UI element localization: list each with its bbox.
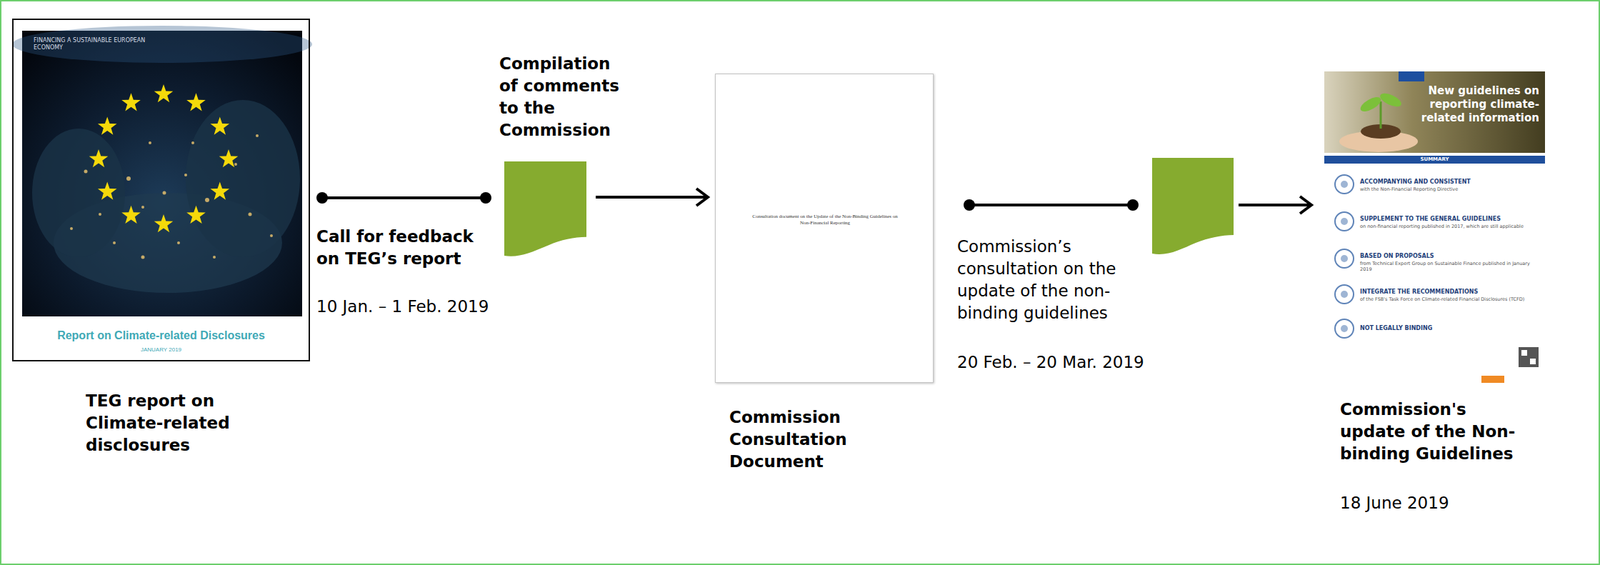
leaflet-photo [1324,71,1545,153]
connector-line [322,196,486,200]
plant-leaf [1358,94,1384,115]
eu-stars [89,84,239,233]
item-icons [1335,175,1354,338]
summary-bar [1324,155,1545,164]
qr-mark [1521,350,1528,356]
land-mass [32,128,125,258]
item-heading: SUPPLEMENT TO THE GENERAL GUIDELINES [1360,215,1535,223]
node-heading: Compilation of comments to the Commissio… [499,52,628,142]
report-cover: FINANCING A SUSTAINABLE EUROPEAN ECONOMY… [12,18,310,362]
arrow-head [1300,196,1312,214]
item-text: on non-financial reporting published in … [1360,223,1535,230]
item-heading: INTEGRATE THE RECOMMENDATIONS [1360,288,1535,296]
date-text: 10 Jan. – 1 Feb. 2019 [316,295,489,318]
document-symbol [1152,157,1234,255]
page-title-text: Consultation document on the Update of t… [751,213,899,227]
leaflet-title: New guidelines on reporting climate-rela… [1414,84,1540,125]
document-shape-fill [504,161,587,257]
orange-tab [1481,375,1505,383]
edge-label: Call for feedback on TEG’s report [316,225,495,270]
item-text: with the Non-Financial Reporting Directi… [1360,186,1535,193]
item-text: from Technical Expert Group on Sustainab… [1360,260,1535,273]
plant-stem [1380,101,1383,129]
leaflet-illustration [1324,71,1545,383]
cover-date: JANUARY 2019 [13,346,309,354]
cover-title: Report on Climate-related Disclosures [13,328,309,343]
night-earth [22,30,303,317]
land-mass [185,100,300,258]
plant-leaf [1378,90,1404,110]
node-caption: Commission's update of the Non-binding G… [1340,398,1530,465]
qr-code [1518,347,1539,368]
node-caption: TEG report on Climate-related disclosure… [85,390,265,457]
horizon-glow [12,25,313,63]
qr-mark [1530,358,1536,365]
item-heading: BASED ON PROPOSALS [1360,252,1535,260]
arrow-head [696,188,708,206]
document-shape: Compilation of comments to the Commissio… [504,161,587,258]
summary-heading: SUMMARY [1324,155,1545,164]
date-text: 20 Feb. – 20 Mar. 2019 [957,351,1145,374]
item-icon-cores [1340,180,1348,333]
connector-dot [316,192,328,204]
connector-group [316,192,492,204]
item-text: of the FSB's Task Force on Climate-relat… [1360,296,1535,303]
cover-series-text: FINANCING A SUSTAINABLE EUROPEAN ECONOMY [33,37,170,52]
connector-line [969,203,1312,207]
item-heading: NOT LEGALLY BINDING [1360,325,1535,333]
connector-group [595,188,708,206]
guidelines-leaflet: New guidelines on reporting climate-rela… [1324,71,1545,383]
document-outline [504,161,587,258]
connector-dot [480,192,492,204]
cover-illustration [12,20,313,360]
edge-label: Commission’s consultation on the update … [957,235,1129,325]
city-lights [70,134,273,260]
eu-flag [1398,71,1425,82]
cover-paper [13,20,309,360]
connector-dot [963,199,975,211]
connector-group [963,196,1312,214]
connector-dot [1127,199,1139,211]
node-caption: Commission Consultation Document [729,406,894,473]
item-heading: ACCOMPANYING AND CONSISTENT [1360,178,1535,186]
date-text: 18 June 2019 [1340,492,1450,515]
consultation-page: Consultation document on the Update of t… [715,73,934,383]
connector-line [595,195,708,199]
